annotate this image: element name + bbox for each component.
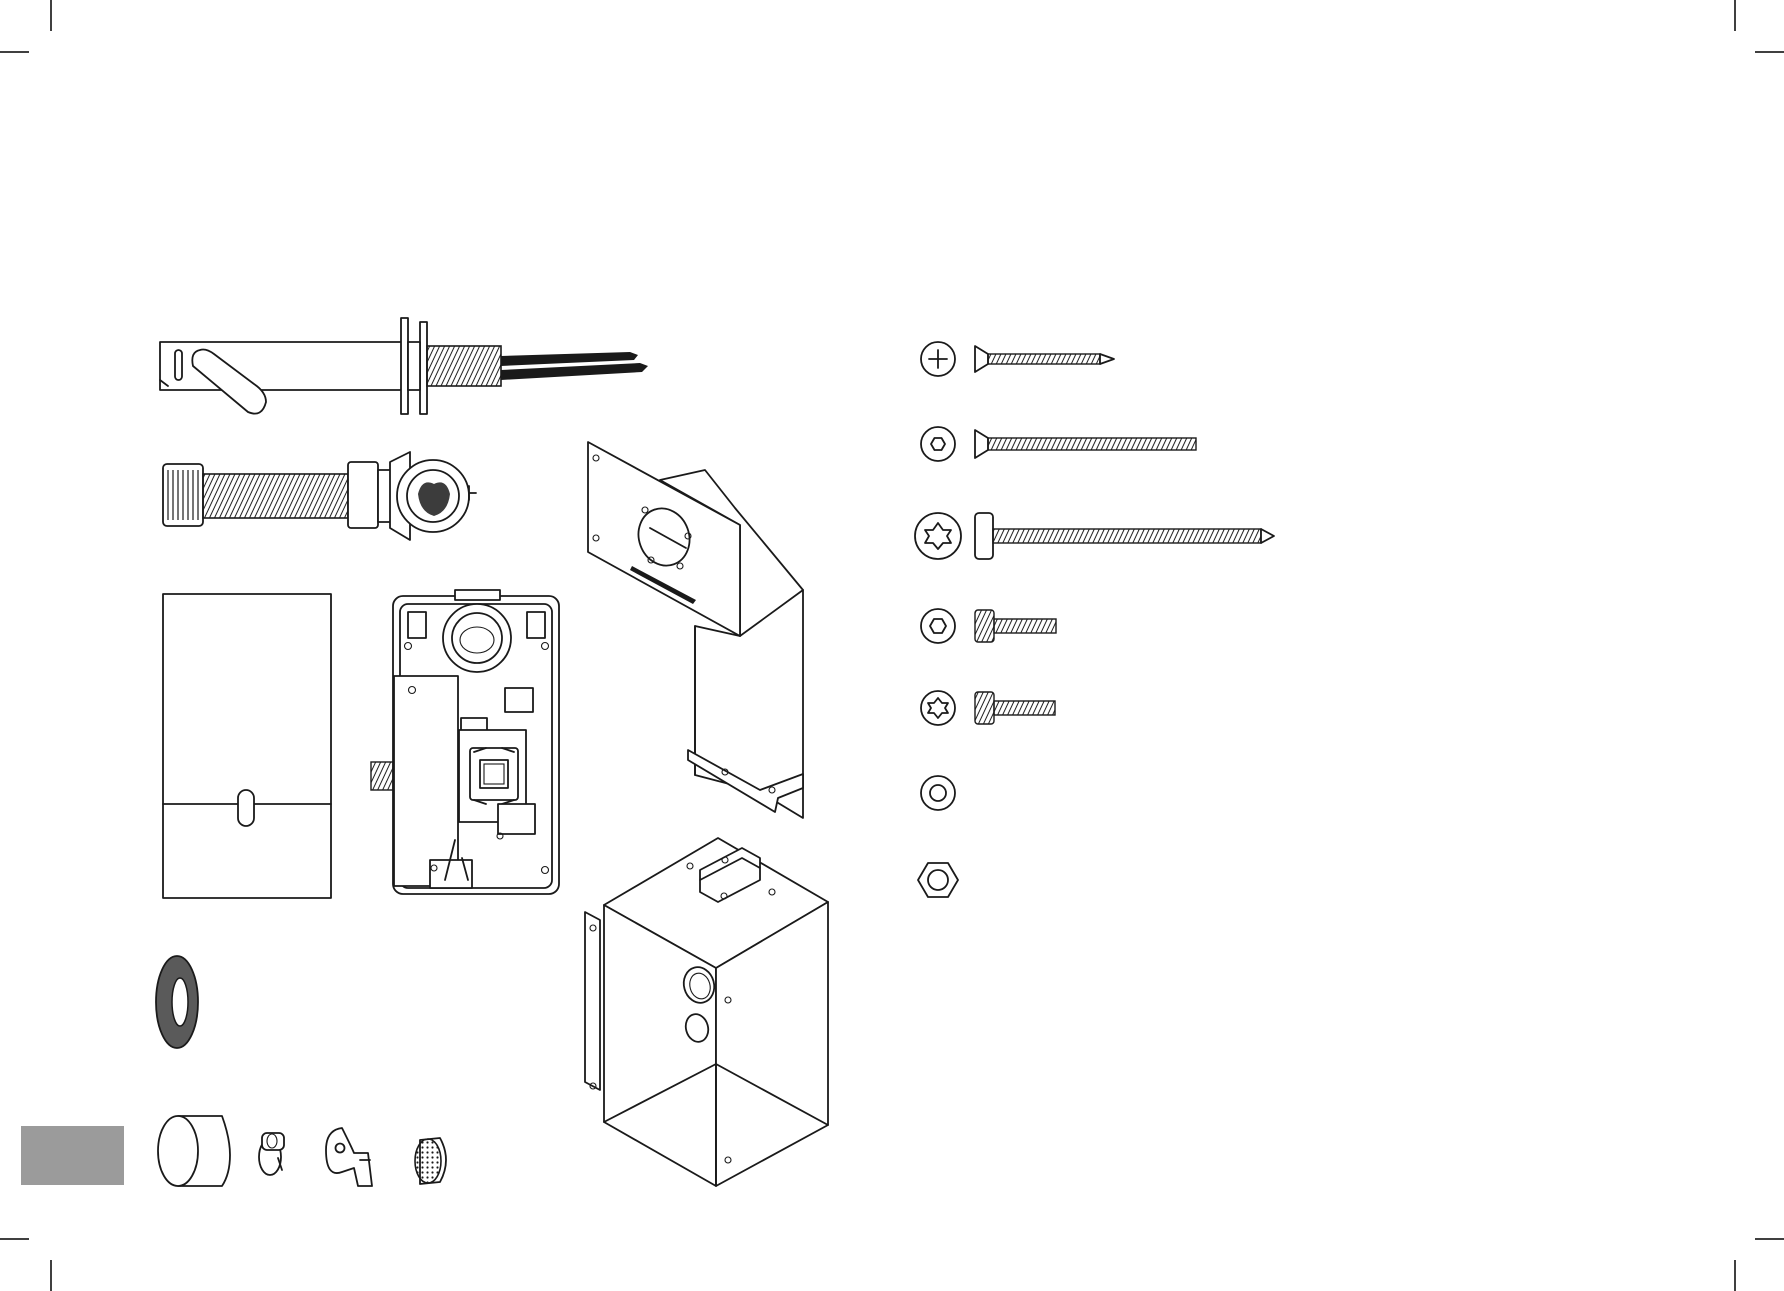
- wall-template-icon: [163, 594, 331, 898]
- sleeve-icon: [158, 1116, 230, 1186]
- hose-clamp-icon: [259, 1133, 284, 1175]
- basin-spout-icon: [160, 318, 648, 414]
- washer-icon: [921, 776, 955, 810]
- housing-box-icon: [585, 838, 828, 1186]
- key-tool-icon: [326, 1128, 372, 1186]
- control-unit-icon: [371, 590, 559, 894]
- flexible-hose-icon: [163, 452, 476, 540]
- mounting-plate-icon: [588, 442, 803, 818]
- gasket-ring-icon: [156, 956, 198, 1048]
- torx-cap-screw-icon: [921, 691, 1055, 725]
- hex-socket-cap-screw-icon: [921, 609, 1056, 643]
- hex-nut-icon: [918, 863, 958, 897]
- page-tab-marker: [21, 1126, 124, 1185]
- torx-wood-screw-icon: [915, 513, 1274, 559]
- aerator-icon: [415, 1138, 446, 1184]
- phillips-countersunk-screw-icon: [921, 342, 1114, 376]
- hex-countersunk-machine-screw-icon: [921, 427, 1196, 461]
